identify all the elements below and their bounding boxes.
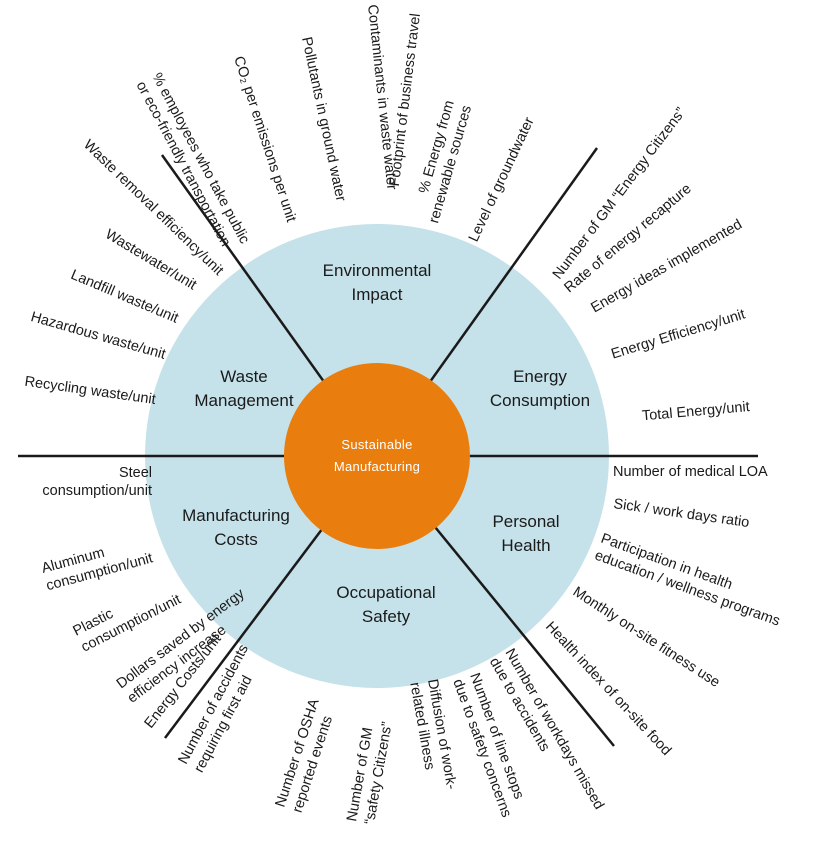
- metric-label-costs: Aluminumconsumption/unit: [40, 533, 155, 594]
- center-circle: [284, 363, 470, 549]
- metric-label-environmental: Level of groundwater: [466, 115, 538, 245]
- metric-label-health: Number of medical LOA: [613, 464, 768, 480]
- metric-label-safety: Number of GM“safety Citizens”: [344, 717, 396, 825]
- metric-label-environmental: Pollutants in ground water: [298, 36, 349, 203]
- metric-label-energy: Energy ideas implemented: [588, 217, 745, 317]
- metric-label-safety: Number of OSHAreported events: [273, 697, 340, 815]
- metric-label-environmental: Footprint of business travel: [387, 13, 424, 188]
- metric-label-environmental: % employees who take publicor eco-friend…: [133, 70, 253, 255]
- metric-label-waste: Recycling waste/unit: [24, 374, 157, 408]
- center-label-line1: Sustainable: [341, 437, 412, 452]
- center-label-line2: Manufacturing: [334, 459, 420, 474]
- metric-label-safety: Diffusion of work-related illness: [406, 678, 459, 794]
- metric-label-energy: Total Energy/unit: [641, 399, 750, 424]
- metric-label-environmental: % Energy fromrenewable sources: [409, 99, 475, 225]
- metric-label-health: Sick / work days ratio: [612, 496, 750, 531]
- metric-label-energy: Energy Efficiency/unit: [609, 307, 747, 363]
- metric-label-environmental: CO₂ per emissions per unit: [230, 54, 299, 224]
- metric-label-waste: Hazardous waste/unit: [29, 309, 167, 363]
